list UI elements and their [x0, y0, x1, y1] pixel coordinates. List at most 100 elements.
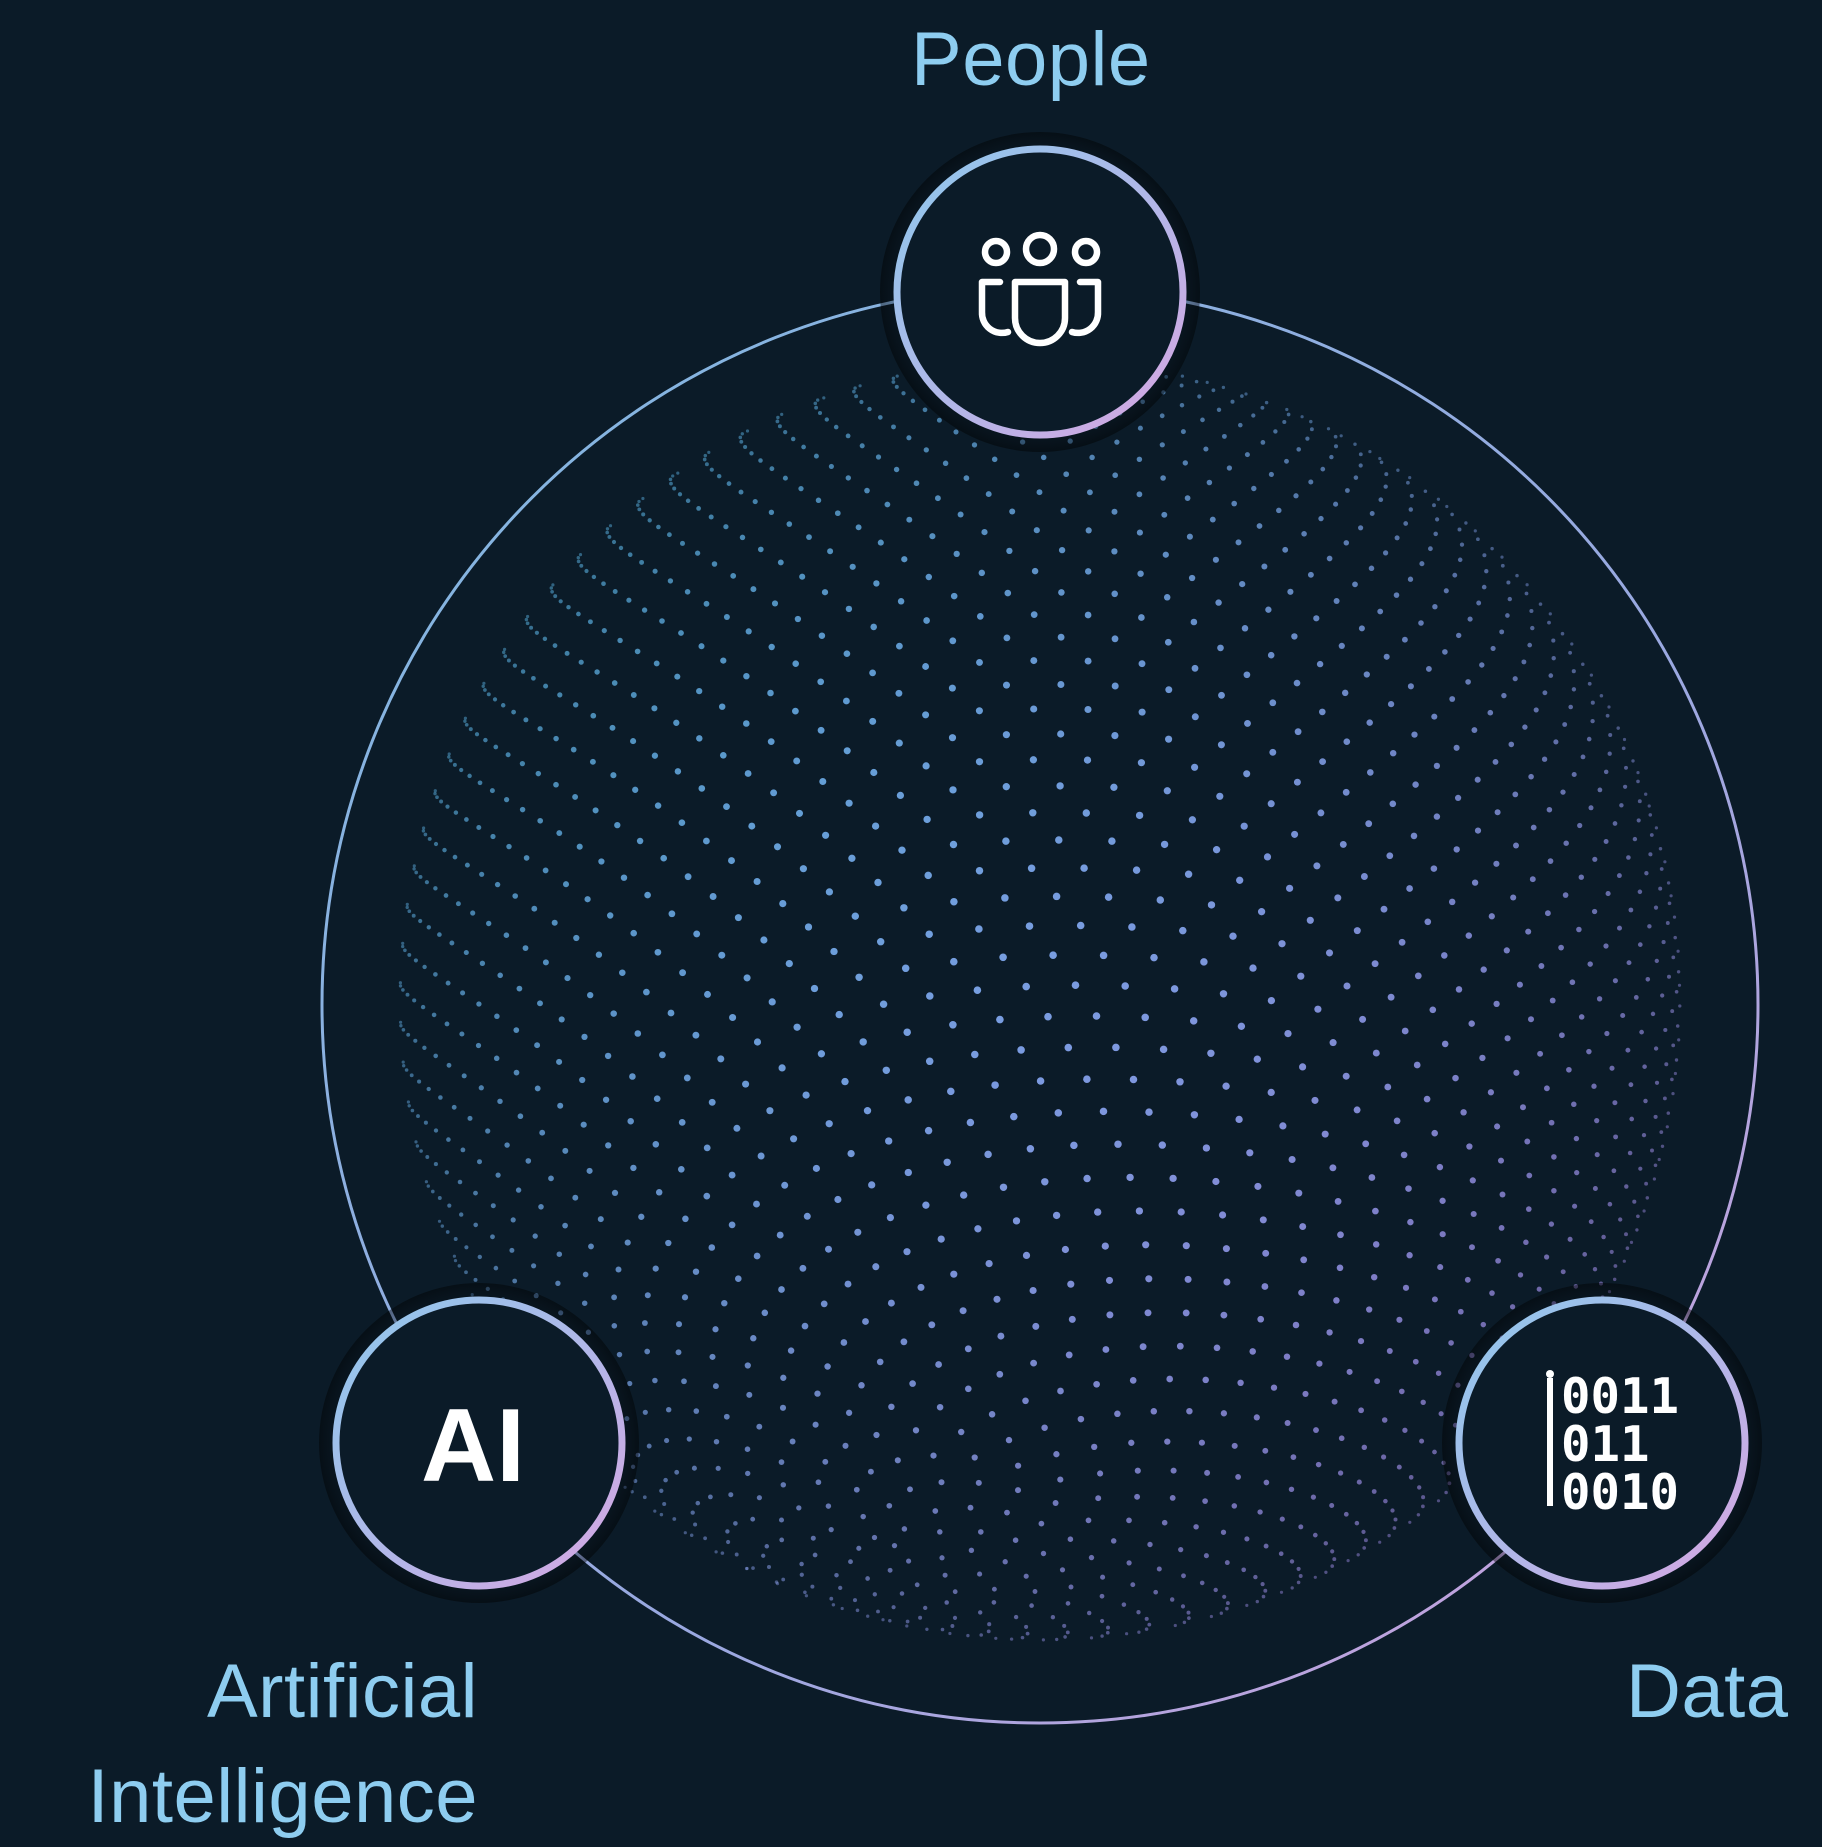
sphere-dot	[1490, 546, 1494, 551]
sphere-dot	[430, 1189, 435, 1194]
sphere-dot	[822, 831, 830, 839]
sphere-dot	[584, 568, 589, 574]
sphere-dot	[1100, 1634, 1104, 1638]
sphere-dot	[728, 1171, 736, 1179]
sphere-dot	[1313, 615, 1320, 622]
sphere-dot	[1219, 1211, 1227, 1219]
sphere-dot	[557, 1102, 564, 1109]
sphere-dot	[875, 454, 882, 460]
sphere-dot	[1660, 1144, 1665, 1148]
sphere-dot	[1425, 665, 1432, 672]
sphere-dot	[433, 972, 438, 977]
sphere-dot	[1279, 1122, 1287, 1130]
sphere-dot	[1671, 955, 1676, 960]
sphere-dot	[1588, 805, 1594, 811]
sphere-dot	[1633, 995, 1639, 1000]
sphere-dot	[523, 717, 529, 723]
sphere-dot	[774, 1580, 779, 1584]
sphere-dot	[669, 481, 673, 486]
sphere-dot	[988, 1411, 996, 1418]
sphere-dot	[526, 614, 530, 619]
sphere-dot	[510, 1217, 516, 1223]
sphere-dot	[1612, 978, 1618, 984]
sphere-dot	[1057, 1387, 1064, 1395]
sphere-dot	[1406, 1252, 1413, 1259]
sphere-dot	[1231, 500, 1238, 507]
people-node[interactable]	[880, 132, 1200, 452]
sphere-dot	[616, 1351, 623, 1358]
sphere-dot	[500, 703, 506, 708]
sphere-dot	[490, 1203, 496, 1209]
sphere-dot	[708, 1494, 713, 1500]
sphere-dot	[1653, 1114, 1658, 1119]
sphere-dot	[838, 1585, 843, 1591]
sphere-dot	[1105, 1276, 1114, 1284]
sphere-dot	[867, 1468, 874, 1475]
sphere-dot	[588, 1243, 594, 1250]
sphere-dot	[1129, 1075, 1138, 1084]
sphere-dot	[734, 914, 742, 922]
sphere-dot	[542, 636, 548, 642]
sphere-dot	[815, 497, 822, 504]
sphere-dot	[482, 681, 486, 685]
sphere-dot	[1029, 809, 1037, 817]
sphere-dot	[953, 429, 959, 435]
sphere-dot	[816, 398, 820, 402]
sphere-dot	[1209, 1614, 1213, 1619]
sphere-dot	[1012, 1217, 1021, 1225]
sphere-dot	[1644, 792, 1648, 796]
sphere-dot	[433, 1053, 439, 1059]
sphere-dot	[667, 578, 674, 584]
sphere-dot	[1313, 1427, 1319, 1434]
sphere-dot	[1543, 1085, 1550, 1092]
sphere-dot	[412, 867, 416, 871]
sphere-dot	[935, 1361, 942, 1368]
sphere-dot	[1393, 1117, 1401, 1125]
sphere-dot	[1002, 783, 1010, 791]
sphere-dot	[433, 886, 438, 891]
sphere-dot	[1111, 548, 1118, 555]
sphere-dot	[944, 1600, 949, 1605]
people-group-icon	[978, 231, 1102, 347]
sphere-dot	[1179, 383, 1184, 388]
sphere-dot	[1398, 1388, 1405, 1395]
sphere-dot	[1676, 949, 1680, 953]
sphere-dot	[1211, 388, 1216, 393]
sphere-dot	[948, 1631, 952, 1636]
sphere-dot	[1592, 1186, 1598, 1191]
sphere-dot	[1435, 1370, 1442, 1376]
sphere-dot	[778, 1064, 786, 1072]
sphere-dot	[1052, 1500, 1059, 1506]
sphere-dot	[1648, 813, 1653, 817]
sphere-dot	[873, 1431, 880, 1439]
sphere-dot	[779, 900, 787, 908]
sphere-dot	[611, 680, 618, 686]
sphere-dot	[506, 843, 512, 850]
data-node[interactable]: 0011 011 0010	[1442, 1283, 1762, 1603]
sphere-dot	[1050, 1615, 1056, 1620]
sphere-dot	[1454, 794, 1462, 802]
sphere-dot	[903, 1028, 911, 1036]
sphere-dot	[632, 786, 639, 793]
sphere-dot	[1136, 456, 1143, 463]
sphere-dot	[704, 462, 709, 467]
sphere-dot	[467, 773, 472, 779]
sphere-dot	[891, 376, 896, 381]
sphere-dot	[1031, 567, 1039, 575]
sphere-dot	[1083, 1075, 1091, 1083]
sphere-dot	[745, 1566, 749, 1571]
sphere-dot	[653, 660, 660, 667]
sphere-dot	[1544, 910, 1551, 917]
sphere-dot	[1513, 842, 1519, 849]
sphere-dot	[855, 973, 863, 982]
sphere-dot	[1378, 497, 1384, 503]
ai-node[interactable]: AI	[319, 1283, 639, 1603]
sphere-dot	[1309, 427, 1314, 432]
sphere-dot	[848, 854, 856, 862]
sphere-dot	[651, 705, 658, 712]
sphere-dot	[1226, 465, 1233, 471]
sphere-dot	[1343, 982, 1351, 990]
sphere-dot	[486, 692, 491, 697]
sphere-dot	[863, 1107, 872, 1115]
sphere-dot	[1569, 979, 1576, 986]
